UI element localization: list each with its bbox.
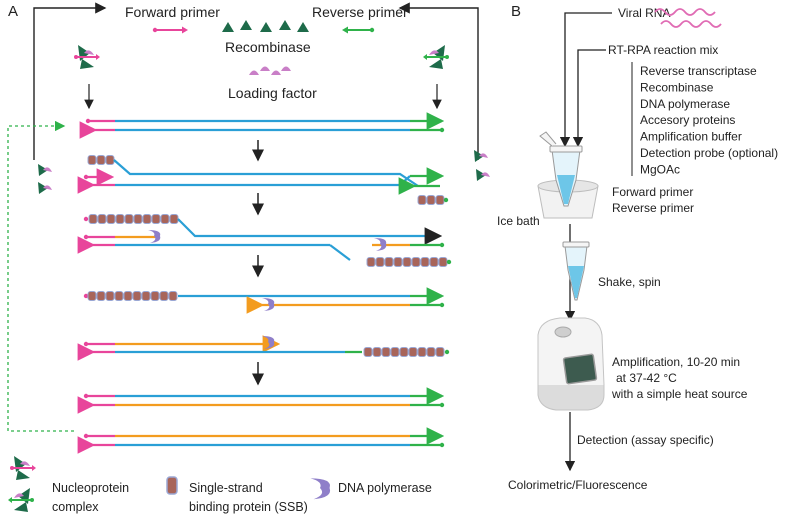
component-item: Amplification buffer bbox=[640, 130, 742, 144]
amplification-label-3: with a simple heat source bbox=[611, 387, 748, 401]
b-forward-primer-label: Forward primer bbox=[612, 185, 693, 199]
component-item: Reverse transcriptase bbox=[640, 64, 757, 78]
component-item: Detection probe (optional) bbox=[640, 146, 778, 160]
legend-nucleoprotein-label-2: complex bbox=[52, 500, 99, 514]
legend-nucleoprotein-label-1: Nucleoprotein bbox=[52, 481, 129, 495]
heat-device-icon bbox=[537, 317, 605, 411]
viral-rna-label: Viral RNA bbox=[618, 6, 670, 20]
step1-duplex bbox=[79, 112, 445, 139]
rna-wave-icon-2 bbox=[660, 20, 722, 28]
loading-factor-icons bbox=[249, 66, 291, 75]
shake-spin-label: Shake, spin bbox=[598, 275, 661, 289]
reaction-mix-label: RT-RPA reaction mix bbox=[608, 43, 718, 57]
reverse-primer-dot bbox=[369, 27, 375, 33]
component-item: Recombinase bbox=[640, 80, 714, 94]
b-reverse-primer-label: Reverse primer bbox=[612, 201, 694, 215]
mix-arrow bbox=[572, 49, 606, 148]
legend-nucleoprotein-forward-icon bbox=[9, 455, 37, 481]
nucleoprotein-forward-icon bbox=[73, 44, 101, 70]
tube-icon-1 bbox=[539, 131, 583, 207]
reverse-primer-label: Reverse primer bbox=[312, 4, 408, 20]
detection-label: Detection (assay specific) bbox=[577, 433, 714, 447]
complex-right-1 bbox=[474, 150, 488, 162]
component-item: MgOAc bbox=[640, 162, 680, 176]
ice-bath-label: Ice bath bbox=[497, 214, 540, 228]
step6-product-1 bbox=[77, 387, 445, 414]
amplification-label-1: Amplification, 10-20 min bbox=[612, 355, 740, 369]
recycle-dashed-arrow bbox=[7, 120, 74, 432]
step4-displacement bbox=[83, 287, 445, 314]
step3-elongation bbox=[77, 214, 452, 267]
rna-arrow bbox=[559, 12, 612, 148]
step5-displacement bbox=[77, 335, 450, 361]
loading-factor-label: Loading factor bbox=[228, 85, 317, 101]
panel-a-label: A bbox=[8, 3, 18, 20]
complex-right-2 bbox=[476, 169, 490, 181]
right-loop-arrow bbox=[398, 2, 479, 160]
readout-label: Colorimetric/Fluorescence bbox=[508, 478, 648, 492]
panel-b-label: B bbox=[511, 3, 521, 20]
recombinase-icons bbox=[222, 20, 309, 32]
amplification-label-2: at 37-42 °C bbox=[616, 371, 677, 385]
legend-polymerase-label: DNA polymerase bbox=[338, 481, 432, 495]
legend-ssb-label-1: Single-strand bbox=[189, 481, 263, 495]
forward-primer-arrowhead bbox=[182, 26, 188, 34]
forward-primer-label: Forward primer bbox=[125, 4, 220, 20]
step2-invasion bbox=[77, 155, 449, 205]
tube-icon-2 bbox=[562, 241, 590, 301]
complex-left-2 bbox=[38, 182, 52, 194]
complex-left-1 bbox=[38, 164, 52, 176]
reverse-primer-arrowhead bbox=[342, 26, 348, 34]
forward-primer-dot bbox=[152, 27, 158, 33]
left-loop-arrow bbox=[33, 2, 107, 160]
legend-polymerase-icon bbox=[310, 478, 331, 500]
recombinase-label: Recombinase bbox=[225, 39, 311, 55]
legend-ssb-icon bbox=[166, 476, 178, 495]
rna-wave-icon-1 bbox=[654, 8, 716, 16]
legend-nucleoprotein-reverse-icon bbox=[7, 487, 35, 513]
step6-product-2 bbox=[77, 427, 445, 454]
component-item: Accesory proteins bbox=[640, 113, 735, 127]
nucleoprotein-reverse-icon bbox=[422, 44, 450, 70]
component-item: DNA polymerase bbox=[640, 97, 730, 111]
legend-ssb-label-2: binding protein (SSB) bbox=[189, 500, 308, 514]
